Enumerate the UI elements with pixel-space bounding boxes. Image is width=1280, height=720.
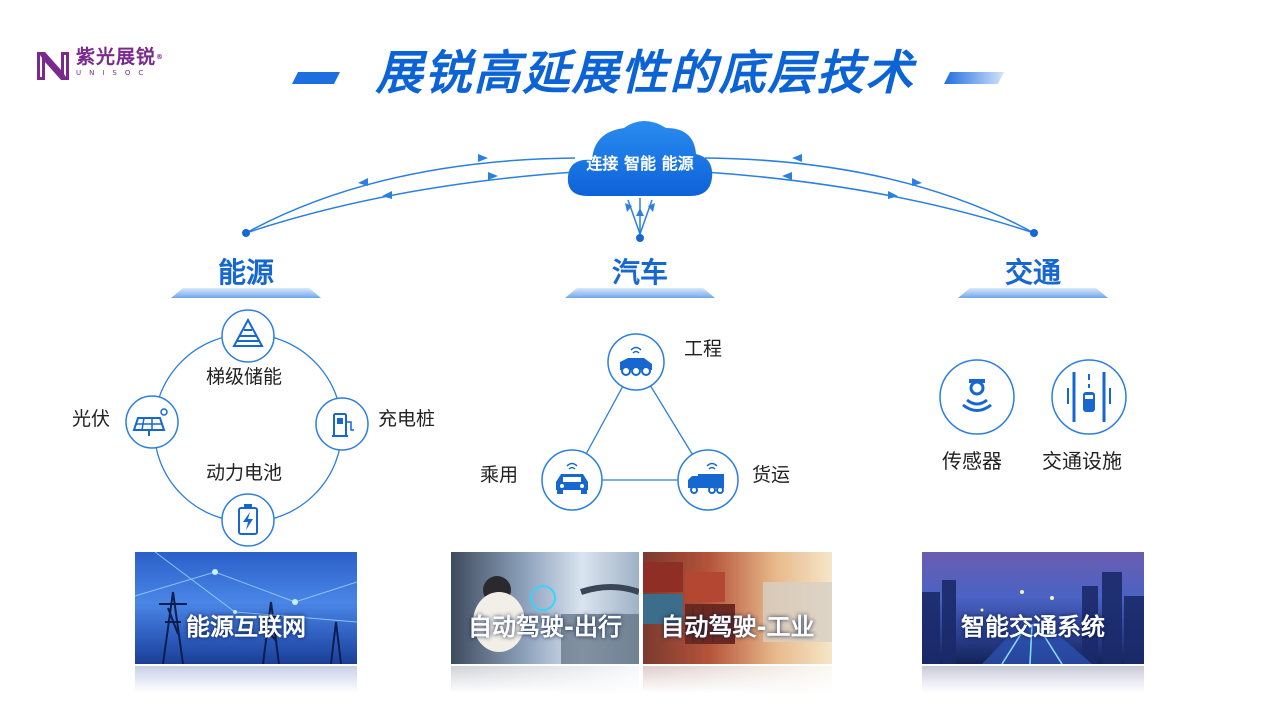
card-smart-traffic: 智能交通系统 [922, 552, 1144, 664]
link-dot-left [242, 229, 250, 237]
container-yard-graphic [643, 562, 832, 644]
section-title-auto: 汽车 [611, 256, 668, 289]
pyramid-icon [221, 309, 275, 363]
section-base-energy [171, 288, 321, 298]
section-title-energy: 能源 [217, 256, 274, 289]
sensor-icon [939, 359, 1015, 435]
unisoc-logo: 紫光展锐® UNISOC [34, 46, 164, 84]
section-title-traffic: 交通 [1004, 256, 1061, 289]
card-reflection [451, 666, 639, 696]
energy-node-right-label: 充电桩 [378, 408, 436, 430]
cloud-link-down [627, 198, 653, 235]
card-reflection [922, 666, 1144, 696]
logo-sub: UNISOC [76, 69, 152, 77]
energy-node-top-label: 梯级储能 [206, 366, 283, 388]
card-label: 自动驾驶-工业 [660, 613, 815, 641]
title-decor-left [292, 72, 340, 84]
road-facility-icon [1051, 359, 1127, 435]
card-label: 智能交通系统 [961, 613, 1105, 641]
link-dot-right [1030, 229, 1038, 237]
card-reflection [643, 666, 832, 696]
energy-node-bottom-label: 动力电池 [206, 462, 283, 484]
solar-panel-icon [125, 395, 179, 449]
card-autodrive-industry: 自动驾驶-工业 [643, 552, 832, 664]
card-reflection [135, 666, 357, 696]
city-night-graphic [922, 572, 1144, 664]
unisoc-logo-mark-icon [37, 52, 69, 80]
logo-name: 紫光展锐® [76, 46, 165, 68]
section-base-auto [565, 288, 715, 298]
cloud-label: 连接 智能 能源 [586, 154, 694, 173]
auto-node-right-label: 货运 [752, 464, 791, 486]
auto-node-left-label: 乘用 [480, 464, 519, 486]
car-interior-graphic [473, 576, 639, 664]
battery-icon [221, 493, 275, 547]
engineering-vehicle-icon [607, 333, 665, 391]
traffic-node-facility-label: 交通设施 [1042, 449, 1122, 473]
charging-pile-icon [315, 397, 369, 451]
power-tower-graphic [135, 552, 357, 664]
traffic-node-sensor-label: 传感器 [942, 449, 1002, 473]
page-title: 展锐高延展性的底层技术 [375, 46, 915, 101]
auto-node-top-label: 工程 [684, 338, 723, 360]
cloud-link-right [704, 157, 1035, 234]
title-decor-right [944, 72, 1004, 84]
card-autodrive-travel: 自动驾驶-出行 [451, 552, 639, 664]
card-energy-internet: 能源互联网 [135, 552, 357, 664]
section-base-traffic [958, 288, 1108, 298]
energy-node-left-label: 光伏 [72, 408, 111, 430]
passenger-car-icon [541, 449, 603, 511]
cloud-link-left [245, 157, 576, 234]
card-label: 能源互联网 [186, 613, 306, 641]
truck-icon [677, 449, 739, 511]
card-label: 自动驾驶-出行 [468, 613, 622, 641]
